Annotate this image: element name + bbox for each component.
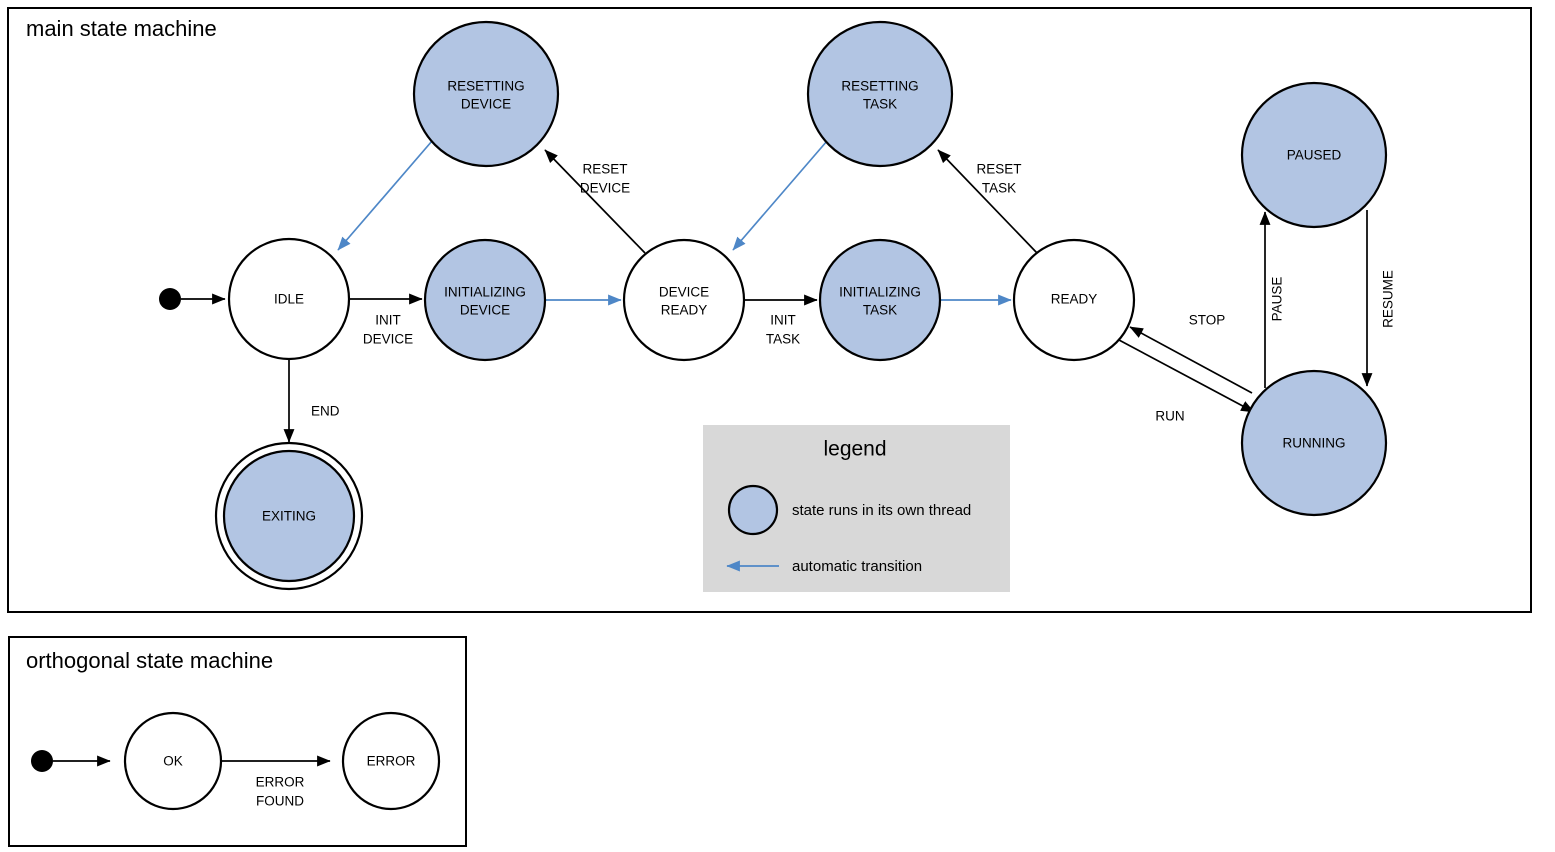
- state-label-resetting-device-line1: RESETTING: [447, 79, 524, 94]
- edge-device-ready-to-resetting-device: [544, 149, 646, 254]
- main-frame-title: main state machine: [26, 16, 217, 41]
- state-node-idle[interactable]: IDLE: [227, 237, 351, 361]
- legend-title: legend: [823, 438, 886, 461]
- state-node-initializing-device[interactable]: INITIALIZING DEVICE: [423, 238, 547, 362]
- state-shape-ready: [1012, 238, 1136, 362]
- edge-label-init-device-line2: DEVICE: [363, 332, 413, 347]
- state-label-resetting-task-line2: TASK: [863, 97, 897, 112]
- state-node-ready[interactable]: READY: [1012, 238, 1136, 362]
- edge-resetting-task-to-device-ready: [732, 140, 828, 251]
- state-shape-initializing-device: [423, 238, 547, 362]
- state-label-device-ready-line2: READY: [661, 303, 708, 318]
- state-label-initializing-device-line1: INITIALIZING: [444, 285, 526, 300]
- edge-ready-to-resetting-task: [937, 149, 1038, 254]
- edge-label-reset-task-line2: TASK: [982, 181, 1016, 196]
- legend: legend state runs in its own thread auto…: [703, 425, 1010, 592]
- state-node-exiting[interactable]: EXITING: [214, 441, 364, 591]
- state-node-resetting-device[interactable]: RESETTING DEVICE: [412, 20, 560, 168]
- edge-label-error-found: ERROR FOUND: [256, 775, 305, 809]
- edge-label-error-found-line1: ERROR: [256, 775, 305, 790]
- state-label-error: ERROR: [367, 754, 416, 769]
- edge-label-reset-device-line2: DEVICE: [580, 181, 630, 196]
- state-node-device-ready[interactable]: DEVICE READY: [622, 238, 746, 362]
- state-label-initializing-device-line2: DEVICE: [460, 303, 510, 318]
- state-shape-resetting-device: [412, 20, 560, 168]
- edge-label-error-found-line2: FOUND: [256, 794, 304, 809]
- state-label-initializing-task-line2: TASK: [863, 303, 897, 318]
- edge-label-init-task-line2: TASK: [766, 332, 800, 347]
- orthogonal-frame-title: orthogonal state machine: [26, 648, 273, 673]
- edge-label-reset-device-line1: RESET: [582, 162, 627, 177]
- state-node-resetting-task[interactable]: RESETTING TASK: [806, 20, 954, 168]
- state-label-running: RUNNING: [1283, 436, 1346, 451]
- edge-label-init-task: INIT TASK: [766, 313, 800, 347]
- edge-label-init-device-line1: INIT: [375, 313, 401, 328]
- state-shape-idle: [227, 237, 351, 361]
- edge-label-run: RUN: [1155, 409, 1184, 424]
- legend-item-label-thread: state runs in its own thread: [792, 502, 971, 519]
- state-label-idle: IDLE: [274, 292, 304, 307]
- final-state-outer-ring-exiting: [214, 441, 364, 591]
- initial-state-dot-main: [159, 288, 181, 310]
- state-shape-exiting: [222, 449, 356, 583]
- edge-label-reset-task: RESET TASK: [976, 162, 1021, 196]
- state-label-resetting-task-line1: RESETTING: [841, 79, 918, 94]
- state-label-exiting: EXITING: [262, 509, 316, 524]
- state-node-paused[interactable]: PAUSED: [1240, 81, 1388, 229]
- state-shape-error: [341, 711, 441, 811]
- edge-label-pause: PAUSE: [1270, 277, 1285, 322]
- edge-ready-to-running: [1118, 339, 1255, 413]
- edge-running-to-ready: [1129, 326, 1253, 394]
- legend-item-label-automatic: automatic transition: [792, 558, 922, 575]
- legend-thread-state-swatch-icon: [727, 484, 779, 536]
- initial-state-dot-orthogonal: [31, 750, 53, 772]
- state-label-initializing-task-line1: INITIALIZING: [839, 285, 921, 300]
- edge-label-resume: RESUME: [1381, 270, 1396, 328]
- state-label-device-ready-line1: DEVICE: [659, 285, 709, 300]
- state-label-ready: READY: [1051, 292, 1098, 307]
- edge-label-end: END: [311, 404, 340, 419]
- state-shape-resetting-task: [806, 20, 954, 168]
- state-shape-device-ready: [622, 238, 746, 362]
- edge-label-reset-device: RESET DEVICE: [580, 162, 630, 196]
- edge-resetting-device-to-idle: [337, 140, 433, 251]
- state-shape-initializing-task: [818, 238, 942, 362]
- state-shape-ok: [123, 711, 223, 811]
- state-node-error[interactable]: ERROR: [341, 711, 441, 811]
- edge-label-stop: STOP: [1189, 313, 1226, 328]
- edge-label-init-task-line1: INIT: [770, 313, 796, 328]
- edge-label-reset-task-line1: RESET: [976, 162, 1021, 177]
- state-label-ok: OK: [163, 754, 183, 769]
- state-node-initializing-task[interactable]: INITIALIZING TASK: [818, 238, 942, 362]
- state-node-ok[interactable]: OK: [123, 711, 223, 811]
- state-label-resetting-device-line2: DEVICE: [461, 97, 511, 112]
- state-shape-running: [1240, 369, 1388, 517]
- state-node-running[interactable]: RUNNING: [1240, 369, 1388, 517]
- state-shape-paused: [1240, 81, 1388, 229]
- state-label-paused: PAUSED: [1287, 148, 1342, 163]
- edge-label-init-device: INIT DEVICE: [363, 313, 413, 347]
